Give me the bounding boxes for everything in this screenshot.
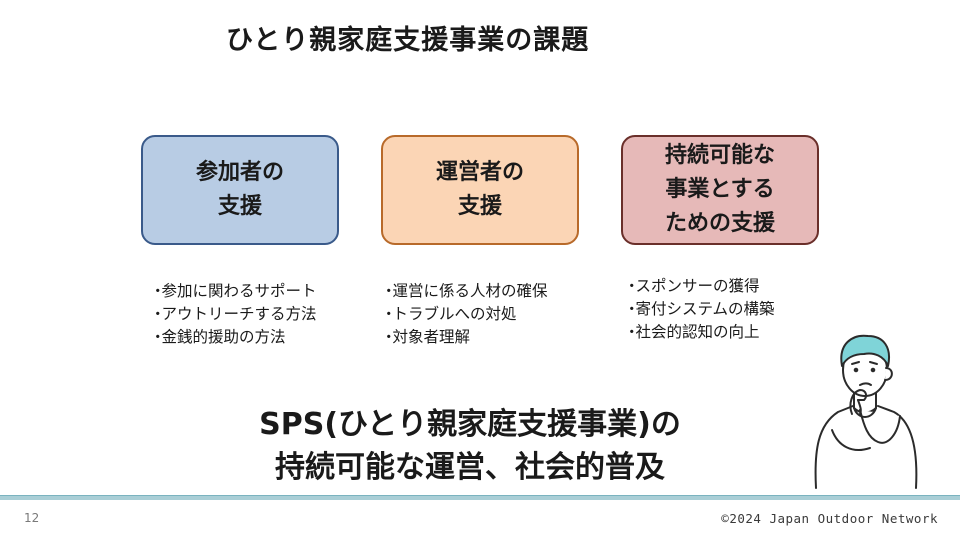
category-box-label: 参加者の 支援	[195, 159, 284, 219]
list-item: 社会的認知の向上	[624, 321, 775, 344]
headline: SPS(ひとり親家庭支援事業)の 持続可能な運営、社会的普及	[259, 407, 681, 485]
list-item: アウトリーチする方法	[150, 303, 317, 326]
operator-support-list: 運営に係る人材の確保 トラブルへの対処 対象者理解	[381, 280, 548, 349]
category-box-participant-support: 参加者の 支援	[141, 135, 339, 245]
thinking-person-icon	[814, 334, 918, 489]
category-box-label: 運営者の 支援	[435, 159, 524, 219]
participant-support-list: 参加に関わるサポート アウトリーチする方法 金銭的援助の方法	[150, 280, 317, 349]
list-item: トラブルへの対処	[381, 303, 548, 326]
list-item: 寄付システムの構築	[624, 298, 775, 321]
list-item: 対象者理解	[381, 326, 548, 349]
sustainability-support-list: スポンサーの獲得 寄付システムの構築 社会的認知の向上	[624, 275, 775, 344]
list-item: 運営に係る人材の確保	[381, 280, 548, 303]
slide-title: ひとり親家庭支援事業の課題	[226, 25, 590, 56]
list-item: スポンサーの獲得	[624, 275, 775, 298]
list-item: 金銭的援助の方法	[150, 326, 317, 349]
category-box-operator-support: 運営者の 支援	[381, 135, 579, 245]
list-item: 参加に関わるサポート	[150, 280, 317, 303]
footer-divider	[0, 495, 960, 500]
copyright: ©2024 Japan Outdoor Network	[721, 511, 938, 526]
page-number: 12	[24, 511, 40, 525]
category-box-sustainability-support: 持続可能な 事業とする ための支援	[621, 135, 819, 245]
category-box-label: 持続可能な 事業とする ための支援	[664, 142, 775, 237]
